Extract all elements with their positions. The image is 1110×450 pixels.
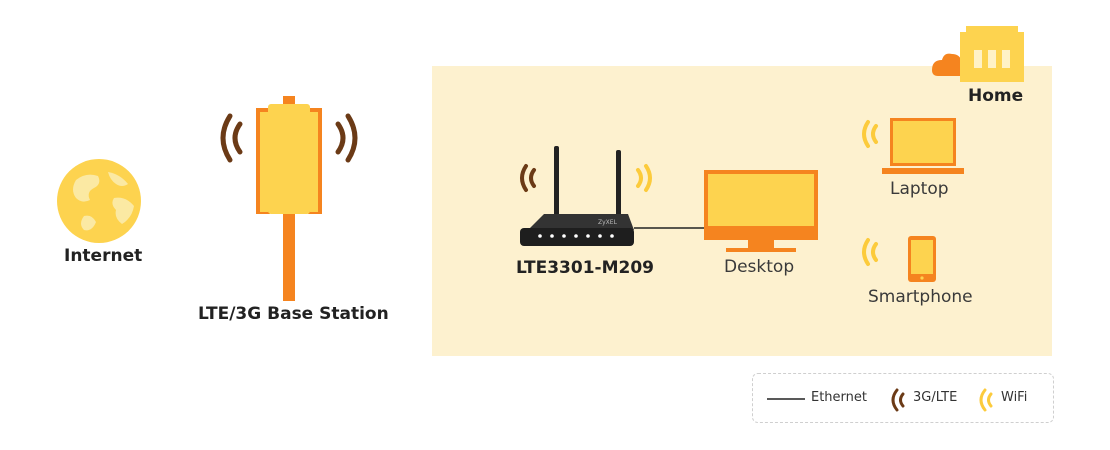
router-brand-label: ZyXEL: [598, 219, 618, 226]
wifi-signal-icon: [979, 388, 993, 412]
legend: Ethernet 3G/LTE WiFi: [752, 373, 1054, 423]
ethernet-legend-line: [767, 398, 805, 400]
lte-signal-icon: [891, 388, 905, 412]
base-station-label: LTE/3G Base Station: [198, 304, 389, 324]
legend-wifi-label: WiFi: [1001, 390, 1028, 405]
internet-label: Internet: [64, 246, 143, 266]
laptop-label: Laptop: [890, 179, 949, 199]
legend-ethernet-label: Ethernet: [811, 390, 867, 405]
smartphone-label: Smartphone: [868, 287, 973, 307]
smartphone-icon: [862, 236, 936, 282]
desktop-icon: [704, 170, 818, 252]
laptop-icon: [862, 118, 964, 174]
router-icon: ZyXEL: [520, 146, 652, 246]
house-icon: [932, 26, 1024, 82]
desktop-label: Desktop: [724, 257, 795, 277]
globe-icon: [57, 159, 141, 243]
home-label: Home: [968, 86, 1024, 106]
legend-lte-label: 3G/LTE: [913, 390, 958, 405]
router-label: LTE3301-M209: [516, 258, 655, 278]
base-station-tower-icon: [220, 96, 358, 301]
